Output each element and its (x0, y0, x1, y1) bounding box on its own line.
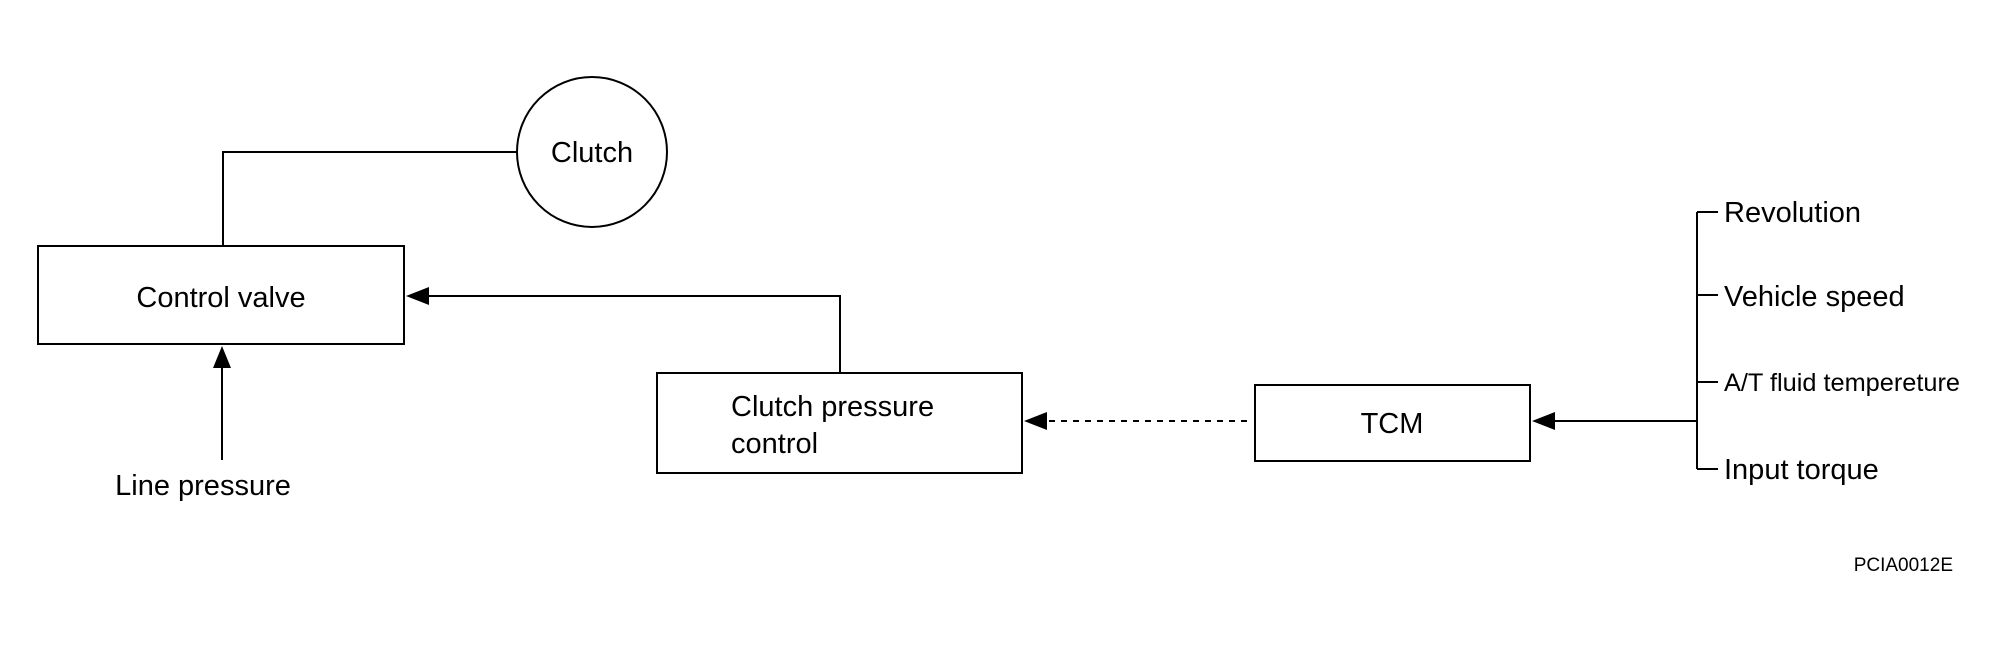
clutch-label: Clutch (551, 137, 633, 169)
cpc-to-control-valve-arrowhead (406, 287, 429, 305)
line-pressure-arrowhead (213, 346, 231, 368)
control-valve-box (37, 245, 405, 345)
clutch-pressure-control-box (656, 372, 1023, 474)
at-fluid-temperature-label: A/T fluid tempereture (1724, 369, 1960, 397)
cpc-to-control-valve-line (428, 295, 841, 373)
vehicle-speed-label: Vehicle speed (1724, 281, 1905, 313)
revolution-label: Revolution (1724, 197, 1861, 229)
clutch-pressure-control-label-line1: Clutch pressure (731, 391, 934, 423)
tcm-to-cpc-arrowhead (1024, 412, 1047, 430)
line-pressure-label: Line pressure (115, 470, 291, 502)
tcm-box (1254, 384, 1531, 462)
input-torque-label: Input torque (1724, 454, 1879, 486)
figure-code: PCIA0012E (1854, 555, 1953, 576)
clutch-pressure-control-label-line2: control (731, 428, 818, 460)
tcm-label: TCM (1361, 408, 1424, 440)
inputs-to-tcm-arrowhead (1532, 412, 1555, 430)
clutch-to-control-valve-line (222, 151, 517, 246)
control-valve-label: Control valve (136, 282, 305, 314)
